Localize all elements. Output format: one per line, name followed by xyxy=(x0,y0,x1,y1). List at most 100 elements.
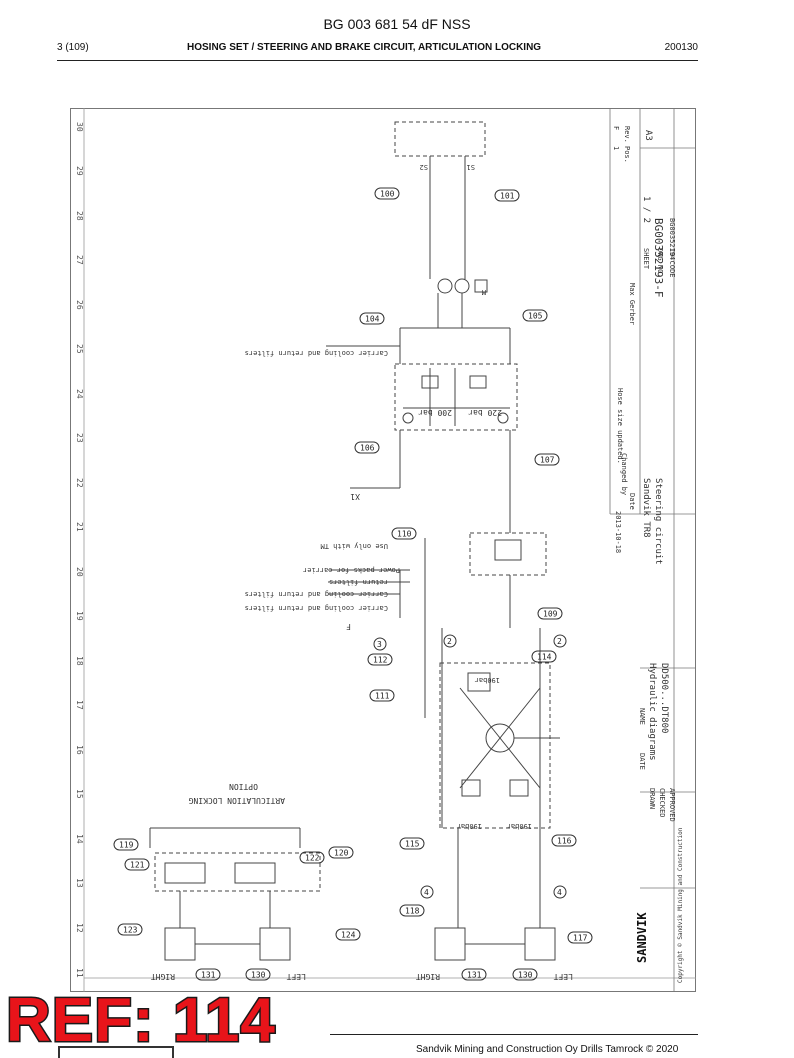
svg-text:119: 119 xyxy=(119,841,134,850)
svg-text:114: 114 xyxy=(537,653,552,662)
svg-text:101: 101 xyxy=(500,192,515,201)
pos-label: Pos. xyxy=(623,146,631,163)
x2-text: Carrier cooling and return filters xyxy=(245,604,388,612)
item-bubble: 106 xyxy=(354,441,380,454)
grid-number: 24 xyxy=(75,389,84,399)
svg-text:123: 123 xyxy=(123,926,138,935)
sheet-label: SHEET xyxy=(642,248,650,270)
svg-text:120: 120 xyxy=(334,849,349,858)
approved-label: APPROVED xyxy=(668,788,676,822)
svg-text:131: 131 xyxy=(467,971,482,980)
dwg-value: BG00352193-F xyxy=(652,218,665,297)
rev-label: Rev. xyxy=(623,126,631,143)
item-bubble: 109 xyxy=(537,607,563,620)
item-bubble: 4 xyxy=(420,885,434,899)
grid-number: 23 xyxy=(75,433,84,443)
item-bubble: 122 xyxy=(299,851,325,864)
date-label: Date xyxy=(628,493,636,510)
grid-number: 15 xyxy=(75,789,84,799)
svg-text:112: 112 xyxy=(373,656,388,665)
item-bubble: 2 xyxy=(553,634,567,648)
f-label: F xyxy=(346,622,351,631)
svg-text:100: 100 xyxy=(380,190,395,199)
item-bubble: 116 xyxy=(551,834,577,847)
svg-text:121: 121 xyxy=(130,861,145,870)
svg-text:122: 122 xyxy=(305,854,320,863)
name-col: NAME xyxy=(638,708,646,725)
item-bubble: 2 xyxy=(443,634,457,648)
svg-text:106: 106 xyxy=(360,444,375,453)
footer-logo-icon xyxy=(58,1046,174,1058)
change-by: Max Gerber xyxy=(628,283,636,325)
grid-number: 17 xyxy=(75,700,84,710)
left-label-a: LEFT xyxy=(287,972,306,981)
item-bubble: 111 xyxy=(369,689,395,702)
change-note: Hose size updated. xyxy=(616,388,624,464)
grid-number: 29 xyxy=(75,166,84,176)
item-bubble: 119 xyxy=(113,838,139,851)
item-bubble: 131 xyxy=(195,968,221,981)
grid-number: 26 xyxy=(75,300,84,310)
p190a-label: 190bar xyxy=(475,676,500,684)
grid-number: 18 xyxy=(75,656,84,666)
svg-text:4: 4 xyxy=(424,888,429,897)
header-rule xyxy=(57,60,698,61)
pos-value: A3 xyxy=(643,130,653,141)
option-label: OPTION xyxy=(229,782,258,791)
item-bubble: 130 xyxy=(512,968,538,981)
svg-text:3: 3 xyxy=(377,640,382,649)
grid-number-list: 11 12 13 14 15 16 17 18 19 20 21 22 23 2… xyxy=(75,122,84,978)
grid-number: 28 xyxy=(75,211,84,221)
s2-label: S2 xyxy=(420,163,428,171)
drawing-model: DD500...DT800 xyxy=(659,663,669,733)
dwg-label: DWG NO. xyxy=(656,248,664,278)
artic-locking-label: ARTICULATION LOCKING xyxy=(188,796,285,805)
company: SANDVIK xyxy=(635,912,649,963)
svg-text:2: 2 xyxy=(447,637,452,646)
svg-text:2: 2 xyxy=(557,637,562,646)
svg-text:110: 110 xyxy=(397,530,412,539)
grid-number: 12 xyxy=(75,923,84,933)
articulation-locking-circuit xyxy=(149,827,321,961)
grid-number: 20 xyxy=(75,567,84,577)
item-bubble: 101 xyxy=(494,189,520,202)
grid-number: 11 xyxy=(75,968,84,978)
s1-label: S1 xyxy=(467,163,475,171)
grid-number: 21 xyxy=(75,522,84,532)
unit-name: Sandvik TR8 xyxy=(641,478,651,538)
svg-text:105: 105 xyxy=(528,312,543,321)
item-bubble: 104 xyxy=(359,312,385,325)
svg-text:109: 109 xyxy=(543,610,558,619)
main-circuit xyxy=(326,121,560,961)
drawn-label: DRAWN xyxy=(648,788,656,809)
item-bubble: 114 xyxy=(531,650,557,663)
grid-number: 22 xyxy=(75,478,84,488)
grid-number: 25 xyxy=(75,344,84,354)
bubble-list: 100 101 104 105 106 107 110 109 112 114 … xyxy=(113,187,593,981)
p220-label: 220 bar xyxy=(468,408,502,417)
svg-text:4: 4 xyxy=(557,888,562,897)
left-label-b: LEFT xyxy=(554,972,573,981)
right-label-a: RIGHT xyxy=(151,972,175,981)
p200-label: 200 bar xyxy=(418,408,452,417)
svg-text:130: 130 xyxy=(251,971,266,980)
sheet-frame xyxy=(70,108,696,992)
item-bubble: 4 xyxy=(553,885,567,899)
item-bubble: 121 xyxy=(124,858,150,871)
item-bubble: 112 xyxy=(367,653,393,666)
grid-number: 27 xyxy=(75,255,84,265)
checked-label: CHECKED xyxy=(658,788,666,818)
p190c-label: 190bar xyxy=(507,822,532,830)
grid-number: 16 xyxy=(75,745,84,755)
change-date: 2013-10-18 xyxy=(614,511,622,553)
x1-label: X1 xyxy=(350,492,360,501)
section-title: HOSING SET / STEERING AND BRAKE CIRCUIT,… xyxy=(187,42,542,53)
document-date: 200130 xyxy=(664,42,698,53)
item-bubble: 120 xyxy=(328,846,354,859)
footer-text: Sandvik Mining and Construction Oy Drill… xyxy=(416,1044,679,1055)
item-bubble: 131 xyxy=(461,968,487,981)
changed-by-label: Changed by xyxy=(620,453,628,495)
item-bubble: 130 xyxy=(245,968,271,981)
item-bubble: 110 xyxy=(391,527,417,540)
footer-rule xyxy=(330,1034,698,1035)
